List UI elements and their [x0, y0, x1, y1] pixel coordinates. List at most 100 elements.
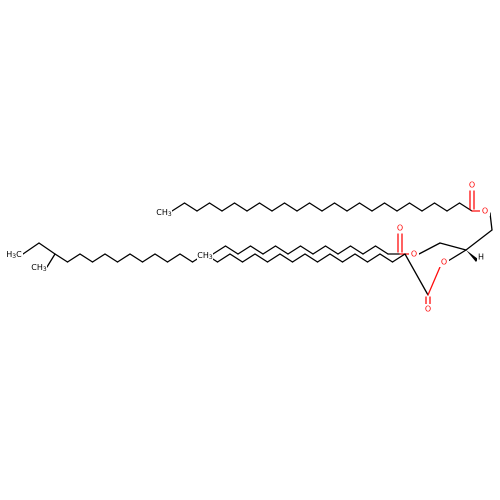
chain-mid-bond	[362, 245, 377, 255]
chain-top-bond	[283, 202, 298, 212]
chain-bottom-bond	[241, 253, 256, 263]
chain-top-bond	[321, 202, 336, 212]
chain-bottom-bond	[404, 253, 429, 296]
chain-top-bond	[171, 202, 186, 212]
chain-bottom-bond	[366, 253, 381, 263]
ch3-top-sub: 3	[168, 211, 172, 218]
chain-bottom-bond	[104, 253, 119, 263]
chain-top-bond	[358, 202, 373, 212]
chain-mid-bond	[374, 245, 389, 255]
chain-bottom-bond	[54, 253, 69, 263]
atom-h-stereo: H	[477, 252, 486, 262]
chain-bottom-bond	[279, 253, 294, 263]
svg-text:CH3: CH3	[197, 251, 213, 261]
svg-text:H3C: H3C	[6, 250, 22, 260]
chain-top-bond	[233, 202, 248, 212]
atom-o-carbonyl-mid: O	[395, 223, 405, 233]
chain-top-bond	[221, 202, 236, 212]
atom-o-ester-top: O	[480, 206, 490, 216]
glycerol-bond	[465, 229, 493, 251]
chain-mid-bond	[274, 245, 289, 255]
ch3-branch-sub: 3	[43, 266, 47, 273]
h3c-left-main: H	[6, 250, 12, 259]
chain-mid-bond	[324, 245, 339, 255]
chain-mid-bond	[224, 245, 239, 255]
chain-top-bond	[408, 202, 423, 212]
chain-mid-bond	[262, 245, 277, 255]
atom-ch3-mid: CH3	[197, 250, 213, 261]
ch3-mid-main: CH	[197, 251, 209, 260]
chain-top-bond	[308, 202, 323, 212]
chain-mid-bond	[299, 245, 314, 255]
chain-bottom-bond	[129, 253, 144, 263]
chain-bottom-bond	[354, 253, 369, 263]
chain-mid-bond	[249, 245, 264, 255]
chain-top-bond	[183, 202, 198, 212]
ch3-branch-main: CH	[31, 263, 43, 272]
svg-text:O: O	[441, 258, 447, 267]
bond-layer	[22, 190, 493, 305]
svg-text:O: O	[425, 305, 431, 314]
chain-bottom-bond	[79, 253, 94, 263]
atom-h3c-left: H3C	[6, 249, 23, 260]
chain-bottom-bond	[329, 253, 344, 263]
svg-text:O: O	[411, 250, 417, 259]
chain-top-bond	[246, 202, 261, 212]
chain-bottom-bond	[166, 253, 181, 263]
chain-top-bond	[446, 202, 461, 212]
chain-top-bond	[258, 202, 273, 212]
chain-bottom-bond	[154, 253, 169, 263]
chain-bottom-bond	[316, 253, 331, 263]
svg-text:H: H	[478, 253, 484, 262]
atom-o-ester-mid: O	[409, 249, 419, 259]
svg-text:O: O	[469, 181, 475, 190]
chain-bottom-bond	[116, 253, 131, 263]
chain-bottom-bond	[379, 253, 394, 263]
ester-top-ch2-bond	[489, 212, 493, 231]
atom-o-ester-bottom: O	[439, 257, 449, 267]
chain-mid-bond	[312, 245, 327, 255]
chain-top-bond	[433, 202, 448, 212]
chain-bottom-bond	[304, 253, 319, 263]
chain-bottom-bond	[91, 253, 106, 263]
atom-ch3-branch: CH3	[31, 262, 47, 273]
chain-mid-bond	[287, 245, 302, 255]
chain-bottom-bond	[38, 242, 56, 255]
chain-bottom-bond	[254, 253, 269, 263]
chain-top-bond	[346, 202, 361, 212]
glycerol-bond	[447, 249, 467, 262]
atom-o-carbonyl-bottom: O	[423, 304, 433, 314]
stereo-wedge-bond	[466, 250, 478, 262]
chain-bottom-bond	[22, 242, 40, 255]
atom-label-layer: CH3 CH3 H3C CH3 O O	[6, 180, 490, 314]
chain-top-bond	[208, 202, 223, 212]
chain-mid-bond	[349, 245, 364, 255]
chain-bottom-branch-bond	[46, 253, 56, 268]
chain-top-bond	[296, 202, 311, 212]
chain-top-bond	[383, 202, 398, 212]
h3c-left-sub: 3	[12, 253, 16, 260]
chain-mid-bond	[337, 245, 352, 255]
chain-top-bond	[458, 202, 473, 212]
svg-text:CH3: CH3	[156, 208, 172, 218]
chain-bottom-bond	[66, 253, 81, 263]
chain-bottom-bond	[229, 253, 244, 263]
chain-top-bond	[196, 202, 211, 212]
chain-top-bond	[396, 202, 411, 212]
h3c-left-tail: C	[16, 250, 22, 259]
ch3-top-main: CH	[156, 208, 168, 217]
svg-text:CH3: CH3	[31, 263, 47, 273]
chain-bottom-bond	[266, 253, 281, 263]
chain-top-bond	[371, 202, 386, 212]
chain-top-bond	[333, 202, 348, 212]
atom-ch3-top: CH3	[156, 207, 172, 218]
ch3-mid-sub: 3	[209, 254, 213, 261]
chain-mid-bond	[237, 245, 252, 255]
atom-o-carbonyl-top: O	[467, 180, 477, 190]
chain-top-bond	[271, 202, 286, 212]
chain-bottom-bond	[141, 253, 156, 263]
chain-bottom-bond	[179, 253, 194, 263]
svg-text:O: O	[482, 207, 488, 216]
ester-bottom-bond	[427, 266, 441, 296]
